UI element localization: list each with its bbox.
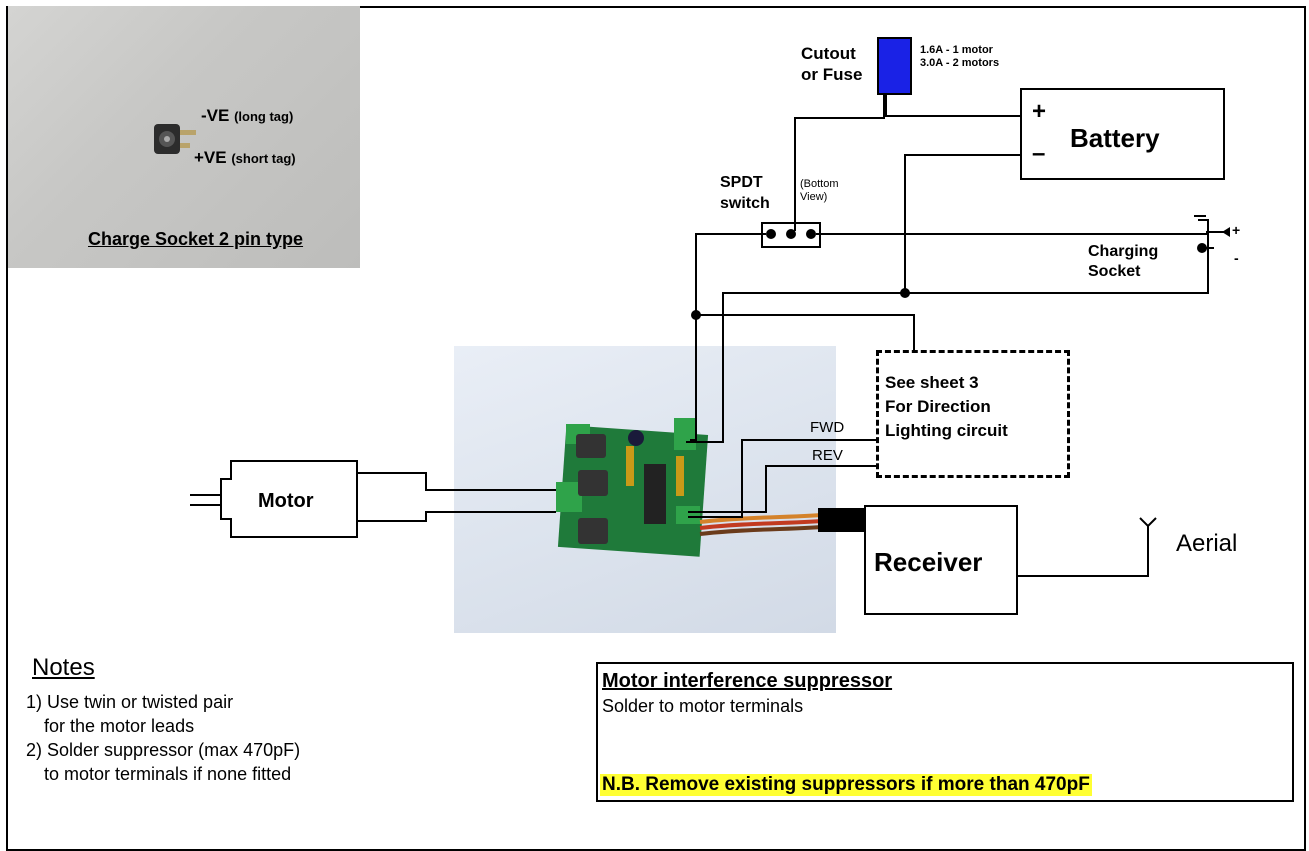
note-1-cont: for the motor leads bbox=[44, 716, 195, 736]
pos-label: +VE bbox=[194, 148, 227, 167]
lighting-line-1: See sheet 3 bbox=[885, 373, 979, 392]
suppressor-warning: N.B. Remove existing suppressors if more… bbox=[600, 774, 1092, 796]
fuse-to-battery-wire bbox=[885, 95, 1024, 117]
fuse-icon bbox=[877, 37, 912, 95]
notes-title: Notes bbox=[32, 654, 95, 681]
battery-minus: – bbox=[1032, 140, 1046, 167]
switch-to-controller-wire bbox=[690, 233, 766, 441]
fuse-rating-1: 1.6A - 1 motor bbox=[920, 44, 993, 56]
fwd-label: FWD bbox=[810, 419, 845, 436]
neg-label: -VE bbox=[201, 106, 230, 125]
motor-box: Motor bbox=[230, 460, 358, 538]
aerial-label: Aerial bbox=[1176, 530, 1238, 557]
switch-label-2: switch bbox=[720, 195, 770, 212]
receiver-box: Receiver bbox=[864, 505, 1018, 615]
aerial-wire bbox=[1016, 526, 1149, 577]
motor-lead-1 bbox=[380, 472, 556, 491]
charge-socket-icon bbox=[154, 124, 196, 154]
receiver-plug bbox=[818, 508, 864, 532]
negative-rail-wire bbox=[686, 234, 1209, 443]
fuse-label-2: or Fuse bbox=[801, 65, 863, 84]
pos-tag-label: (short tag) bbox=[231, 151, 296, 166]
neg-tag-label: (long tag) bbox=[234, 109, 294, 124]
charging-socket-minus: - bbox=[1234, 250, 1239, 266]
fuse-rating-2: 3.0A - 2 motors bbox=[920, 57, 1000, 69]
motor-shaft bbox=[190, 494, 223, 506]
switch-view-label-2: View) bbox=[800, 191, 828, 203]
switch-label-1: SPDT bbox=[720, 174, 763, 191]
motor-label: Motor bbox=[258, 490, 314, 512]
note-2-cont: to motor terminals if none fitted bbox=[44, 764, 292, 784]
inset-caption: Charge Socket 2 pin type bbox=[88, 229, 304, 249]
battery-negative-wire bbox=[904, 154, 1024, 293]
battery-box: + – Battery bbox=[1020, 88, 1225, 180]
suppressor-title: Motor interference suppressor bbox=[602, 670, 893, 692]
battery-plus: + bbox=[1032, 98, 1047, 125]
motor-lead-2 bbox=[380, 511, 556, 522]
suppressor-box: Motor interference suppressor Solder to … bbox=[596, 662, 1294, 802]
receiver-label: Receiver bbox=[874, 547, 983, 577]
lighting-line-3: Lighting circuit bbox=[885, 421, 1008, 440]
motor-endcap-icon bbox=[220, 478, 232, 520]
charge-socket-plus bbox=[1198, 219, 1209, 234]
fwd-wire bbox=[688, 439, 876, 518]
note-1: 1) Use twin or twisted pair bbox=[26, 692, 234, 712]
lighting-feed-wire bbox=[696, 314, 915, 350]
switch-view-label-1: (Bottom bbox=[800, 178, 839, 190]
charging-socket-label-2: Socket bbox=[1088, 263, 1141, 280]
lighting-circuit-box: See sheet 3 For Direction Lighting circu… bbox=[876, 350, 1070, 478]
fuse-to-switch-wire bbox=[794, 95, 885, 231]
fuse-label-1: Cutout bbox=[801, 44, 856, 63]
suppressor-subtitle: Solder to motor terminals bbox=[602, 696, 804, 716]
rev-label: REV bbox=[812, 447, 843, 464]
charging-socket-plus: + bbox=[1232, 222, 1241, 238]
spdt-switch-icon bbox=[761, 222, 821, 248]
charge-socket-pin-icon bbox=[1222, 227, 1230, 237]
lighting-line-2: For Direction bbox=[885, 397, 991, 416]
battery-label: Battery bbox=[1070, 123, 1160, 153]
aerial-icon bbox=[1139, 517, 1157, 528]
charge-socket-photo: -VE (long tag) +VE (short tag) Charge So… bbox=[8, 6, 360, 268]
note-2: 2) Solder suppressor (max 470pF) bbox=[26, 740, 301, 760]
rev-wire bbox=[688, 465, 876, 513]
charging-socket-label-1: Charging bbox=[1088, 243, 1159, 260]
